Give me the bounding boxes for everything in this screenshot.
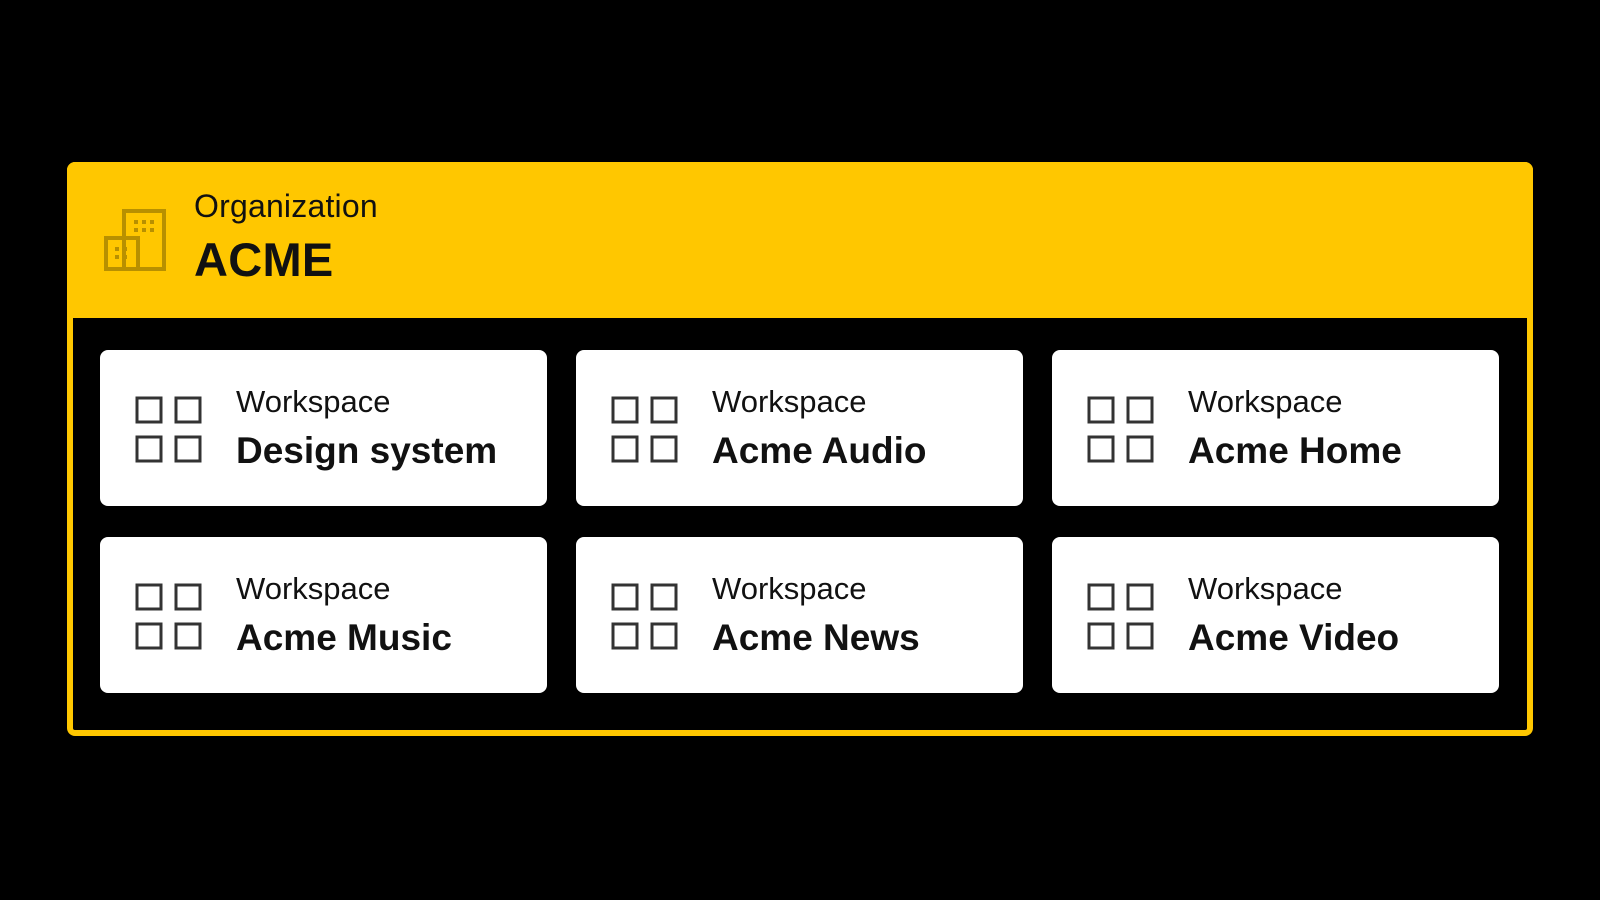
workspace-label: Workspace (712, 384, 867, 419)
workspace-label: Workspace (236, 384, 391, 419)
organization-name: ACME (194, 233, 334, 286)
grid-icon (1087, 396, 1154, 463)
workspace-label: Workspace (236, 571, 391, 606)
workspace-label: Workspace (1188, 571, 1343, 606)
organization-container: Organization ACME Workspace Design syste… (67, 162, 1533, 736)
grid-icon (135, 396, 202, 463)
workspace-label: Workspace (1188, 384, 1343, 419)
workspace-name: Acme Home (1188, 430, 1402, 471)
workspace-card-acme-video[interactable]: Workspace Acme Video (1052, 537, 1499, 693)
workspace-name: Acme News (712, 617, 920, 658)
workspace-name: Acme Audio (712, 430, 927, 471)
grid-icon (1087, 583, 1154, 650)
organization-header: Organization ACME (67, 162, 1533, 318)
grid-icon (135, 583, 202, 650)
workspace-card-acme-home[interactable]: Workspace Acme Home (1052, 350, 1499, 506)
grid-icon (611, 396, 678, 463)
workspace-card-design-system[interactable]: Workspace Design system (100, 350, 547, 506)
workspace-name: Acme Music (236, 617, 452, 658)
workspace-card-acme-news[interactable]: Workspace Acme News (576, 537, 1023, 693)
workspace-label: Workspace (712, 571, 867, 606)
workspace-grid: Workspace Design system Workspace Acme A… (100, 350, 1499, 693)
workspace-card-acme-music[interactable]: Workspace Acme Music (100, 537, 547, 693)
workspace-name: Acme Video (1188, 617, 1400, 658)
grid-icon (611, 583, 678, 650)
building-icon (104, 209, 166, 271)
workspace-name: Design system (236, 430, 498, 471)
organization-label: Organization (194, 188, 378, 224)
workspace-card-acme-audio[interactable]: Workspace Acme Audio (576, 350, 1023, 506)
